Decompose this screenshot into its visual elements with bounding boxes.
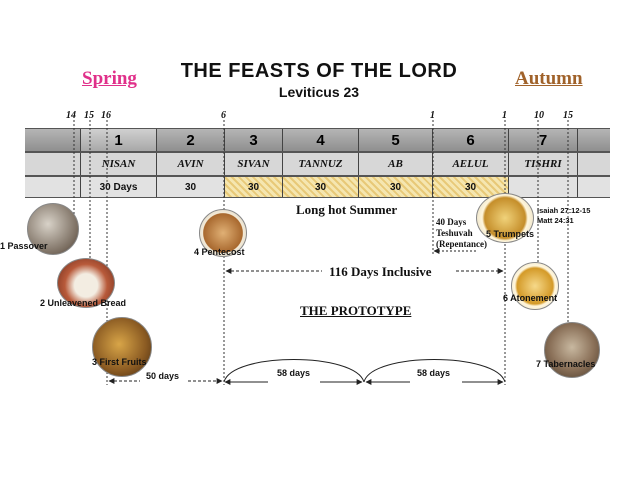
month-name: TANNUZ xyxy=(298,158,343,170)
month-cell: 5 xyxy=(358,129,432,151)
span-58-days-first: 58 days xyxy=(277,368,311,378)
page-subtitle: Leviticus 23 xyxy=(278,84,360,100)
month-number: 5 xyxy=(391,131,400,149)
passover-label: 1 Passover xyxy=(0,241,48,251)
day-marker: 16 xyxy=(101,110,111,121)
teshuvah-days: 40 Days xyxy=(436,217,467,227)
matthew-reference: Matt 24:31 xyxy=(537,216,574,225)
tabernacles-image xyxy=(544,322,600,378)
month-days: 30 xyxy=(184,181,197,193)
month-days-band: 30 Days 30 30 30 30 30 xyxy=(25,176,610,198)
atonement-label: 6 Atonement xyxy=(503,293,558,303)
month-cell: 30 Days xyxy=(80,177,156,197)
day-marker: 15 xyxy=(84,110,94,121)
month-cell: 30 xyxy=(224,177,282,197)
month-name: AVIN xyxy=(177,158,204,170)
month-days: 30 xyxy=(314,181,327,193)
month-cell xyxy=(508,177,578,197)
summer-label: Long hot Summer xyxy=(296,202,398,217)
page-title: THE FEASTS OF THE LORD xyxy=(180,60,458,82)
day-marker: 1 xyxy=(502,110,507,121)
span-58-days-second: 58 days xyxy=(417,368,451,378)
month-name: SIVAN xyxy=(237,158,270,170)
first-fruits-image xyxy=(92,317,152,377)
month-cell: 30 xyxy=(156,177,224,197)
pentecost-label: 4 Pentecost xyxy=(194,247,245,257)
trumpets-image xyxy=(476,193,534,243)
repentance-label: (Repentance) xyxy=(436,239,487,249)
teshuvah-label: Teshuvah xyxy=(436,228,473,238)
trumpets-label: 5 Trumpets xyxy=(486,229,535,239)
month-cell: 1 xyxy=(80,129,156,151)
month-days: 30 xyxy=(247,181,260,193)
day-marker: 15 xyxy=(563,110,573,121)
unleavened-bread-label: 2 Unleavened Bread xyxy=(40,298,127,308)
prototype-label: THE PROTOTYPE xyxy=(300,303,412,318)
day-marker: 1 xyxy=(430,110,435,121)
month-number: 2 xyxy=(186,131,195,149)
month-name: NISAN xyxy=(101,158,136,170)
month-name-band: NISAN AVIN SIVAN TANNUZ AB AELUL TISHRI xyxy=(25,152,610,176)
month-name: AELUL xyxy=(452,158,489,170)
autumn-label: Autumn xyxy=(515,68,583,89)
atonement-image xyxy=(511,262,559,310)
unleavened-bread-image xyxy=(57,258,115,308)
month-name: TISHRI xyxy=(524,158,562,170)
day-marker: 6 xyxy=(221,110,226,121)
spring-label: Spring xyxy=(82,68,137,89)
span-50-days: 50 days xyxy=(146,371,180,381)
month-number: 4 xyxy=(316,131,325,149)
month-cell: 2 xyxy=(156,129,224,151)
month-cell: 30 xyxy=(432,177,508,197)
month-cell: NISAN xyxy=(80,153,156,175)
tabernacles-label: 7 Tabernacles xyxy=(536,359,596,369)
month-days: 30 xyxy=(464,181,477,193)
month-number: 1 xyxy=(114,131,123,149)
day-marker: 14 xyxy=(66,110,76,121)
month-cell: 30 xyxy=(282,177,358,197)
inclusive-days-label: 116 Days Inclusive xyxy=(329,264,432,279)
month-number: 7 xyxy=(538,131,548,149)
passover-image xyxy=(27,203,79,255)
month-number: 3 xyxy=(249,131,258,149)
first-fruits-label: 3 First Fruits xyxy=(92,357,147,367)
month-days: 30 xyxy=(389,181,402,193)
month-cell: AVIN xyxy=(156,153,224,175)
isaiah-reference: Isaiah 27:12-15 xyxy=(537,206,591,215)
month-cell: 7 xyxy=(508,129,578,151)
month-cell: 4 xyxy=(282,129,358,151)
month-cell: 30 xyxy=(358,177,432,197)
month-cell: TISHRI xyxy=(508,153,578,175)
day-marker: 10 xyxy=(534,110,544,121)
month-number: 6 xyxy=(466,131,475,149)
month-cell: AB xyxy=(358,153,432,175)
month-name: AB xyxy=(388,158,403,170)
month-cell: TANNUZ xyxy=(282,153,358,175)
month-number-band: 1 2 3 4 5 6 7 xyxy=(25,128,610,152)
month-days: 30 Days xyxy=(99,181,138,193)
pentecost-image xyxy=(199,209,247,257)
